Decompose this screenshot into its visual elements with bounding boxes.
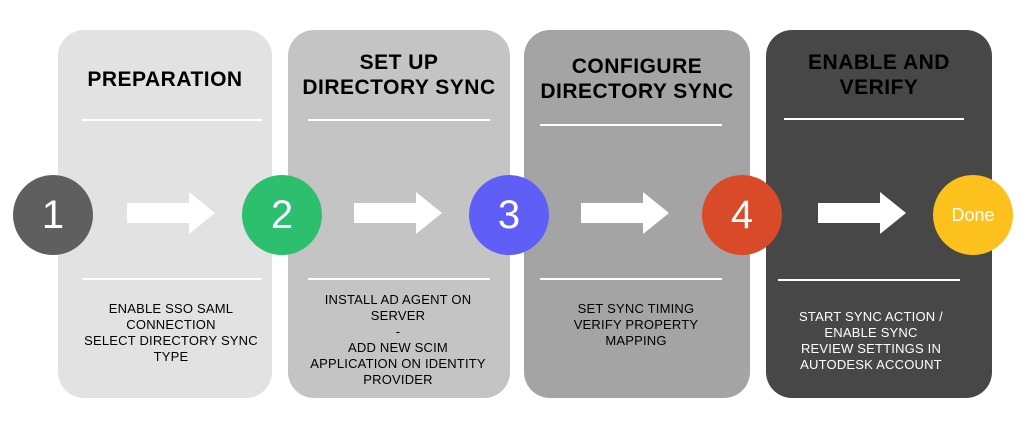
step-4-circle: 4 [702, 175, 782, 255]
panel-description: START SYNC ACTION / ENABLE SYNC REVIEW S… [799, 309, 943, 372]
panel-description: ENABLE SSO SAML CONNECTION SELECT DIRECT… [84, 301, 258, 364]
right-arrow-icon [818, 192, 906, 234]
right-arrow-icon [354, 192, 442, 234]
panel-description: SET SYNC TIMING VERIFY PROPERTY MAPPING [573, 301, 699, 348]
divider [308, 278, 490, 280]
panel-preparation: PREPARATION ENABLE SSO SAML CONNECTION S… [58, 30, 272, 398]
panel-title: PREPARATION [87, 68, 243, 91]
step-3-circle: 3 [469, 175, 549, 255]
divider [778, 279, 960, 281]
panel-title: SET UP DIRECTORY SYNC [302, 51, 496, 99]
step-1-circle: 1 [13, 175, 93, 255]
done-circle: Done [933, 175, 1013, 255]
step-2-circle: 2 [242, 175, 322, 255]
panel-description: INSTALL AD AGENT ON SERVER - ADD NEW SCI… [310, 292, 486, 387]
divider [82, 278, 262, 280]
right-arrow-icon [581, 192, 669, 234]
panel-title: ENABLE AND VERIFY [808, 51, 950, 99]
divider [540, 124, 722, 126]
right-arrow-icon [127, 192, 215, 234]
divider [540, 278, 722, 280]
panel-title: CONFIGURE DIRECTORY SYNC [540, 55, 734, 103]
divider [308, 119, 490, 121]
divider [784, 118, 964, 120]
divider [82, 119, 262, 121]
